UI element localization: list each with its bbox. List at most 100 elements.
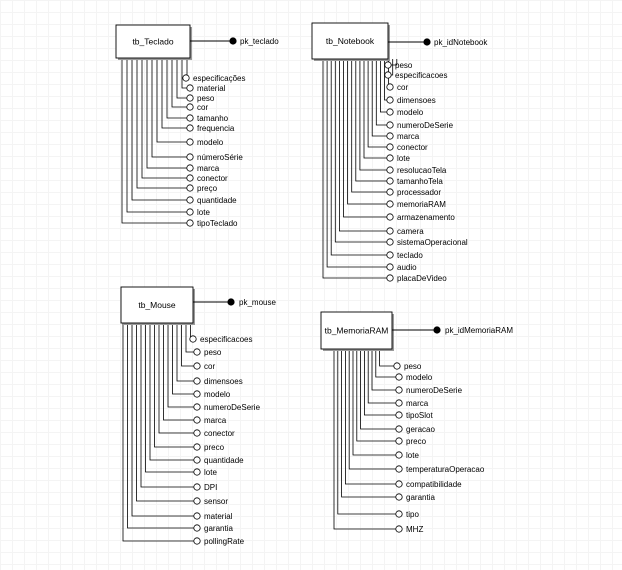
- attribute-circle[interactable]: [386, 188, 394, 196]
- attribute-circle[interactable]: [386, 238, 394, 246]
- attribute-circle[interactable]: [193, 468, 201, 476]
- attribute-circle[interactable]: [395, 465, 403, 473]
- attribute-circle[interactable]: [386, 166, 394, 174]
- attribute-circle[interactable]: [193, 348, 201, 356]
- attribute-circle[interactable]: [193, 362, 201, 370]
- attribute-circle[interactable]: [193, 390, 201, 398]
- attribute-label: geracao: [406, 425, 435, 434]
- attribute-circle[interactable]: [193, 429, 201, 437]
- attribute-circle[interactable]: [182, 74, 190, 82]
- attribute-circle[interactable]: [386, 263, 394, 271]
- attribute-connector: [136, 58, 187, 189]
- attribute-circle[interactable]: [386, 83, 394, 91]
- attribute-label: sensor: [204, 497, 228, 506]
- attribute-circle[interactable]: [386, 121, 394, 129]
- pk-dot[interactable]: [423, 38, 431, 46]
- attribute-circle[interactable]: [395, 399, 403, 407]
- entity-name: tb_Mouse: [138, 300, 176, 310]
- entity-box[interactable]: [115, 24, 191, 59]
- attribute-circle[interactable]: [193, 497, 201, 505]
- attribute-circle[interactable]: [193, 443, 201, 451]
- attribute-circle[interactable]: [186, 219, 194, 227]
- attribute-circle[interactable]: [384, 71, 392, 79]
- attribute-circle[interactable]: [186, 138, 194, 146]
- attribute-circle[interactable]: [186, 184, 194, 192]
- attribute-circle[interactable]: [386, 154, 394, 162]
- attribute-circle[interactable]: [386, 143, 394, 151]
- attribute-label: dimensoes: [397, 96, 436, 105]
- attribute-circle[interactable]: [395, 480, 403, 488]
- attribute-label: preco: [204, 443, 225, 452]
- attribute-connector: [326, 59, 387, 268]
- attribute-circle[interactable]: [386, 132, 394, 140]
- pk-dot[interactable]: [227, 298, 235, 306]
- attribute-label: temperaturaOperacao: [406, 465, 485, 474]
- attribute-circle[interactable]: [395, 411, 403, 419]
- attribute-label: especificacoes: [395, 71, 447, 80]
- attribute-connector: [131, 58, 187, 201]
- attribute-label: especificações: [193, 74, 245, 83]
- primary-key-label: pk_idMemoriaRAM: [445, 326, 513, 335]
- attribute-circle[interactable]: [395, 425, 403, 433]
- attribute-circle[interactable]: [186, 153, 194, 161]
- attribute-circle[interactable]: [386, 213, 394, 221]
- entity-tb-mouse: tb_Mouseespecificacoespesocordimensoesmo…: [120, 286, 276, 546]
- attribute-circle[interactable]: [193, 537, 201, 545]
- entity-box[interactable]: [320, 311, 393, 350]
- attribute-circle[interactable]: [393, 362, 401, 370]
- attribute-circle[interactable]: [186, 196, 194, 204]
- attribute-label: cor: [397, 83, 408, 92]
- attribute-label: quantidade: [204, 456, 244, 465]
- attribute-circle[interactable]: [193, 403, 201, 411]
- attribute-circle[interactable]: [386, 108, 394, 116]
- attribute-circle[interactable]: [395, 437, 403, 445]
- attribute-circle[interactable]: [395, 525, 403, 533]
- attribute-circle[interactable]: [395, 510, 403, 518]
- entity-box[interactable]: [120, 286, 194, 324]
- attribute-circle[interactable]: [386, 227, 394, 235]
- pk-dot[interactable]: [433, 326, 441, 334]
- attribute-circle[interactable]: [386, 177, 394, 185]
- entity-box[interactable]: [311, 22, 389, 60]
- entity-tb-notebook: tb_Notebookpesoespecificacoescordimensoe…: [311, 22, 488, 283]
- attribute-circle[interactable]: [186, 114, 194, 122]
- attribute-circle[interactable]: [189, 335, 197, 343]
- attribute-circle[interactable]: [386, 251, 394, 259]
- attribute-circle[interactable]: [193, 456, 201, 464]
- attribute-circle[interactable]: [193, 512, 201, 520]
- attribute-circle[interactable]: [186, 164, 194, 172]
- pk-dot[interactable]: [229, 37, 237, 45]
- attribute-circle[interactable]: [186, 208, 194, 216]
- attribute-label: modelo: [197, 138, 224, 147]
- attribute-label: frequencia: [197, 124, 235, 133]
- attribute-connector: [356, 349, 396, 442]
- attribute-circle[interactable]: [186, 84, 194, 92]
- attribute-label: lote: [197, 208, 210, 217]
- attribute-circle[interactable]: [193, 416, 201, 424]
- attribute-connector: [337, 349, 396, 515]
- attribute-connector: [149, 323, 194, 461]
- attribute-label: conector: [397, 143, 428, 152]
- attribute-circle[interactable]: [186, 94, 194, 102]
- attribute-circle[interactable]: [193, 483, 201, 491]
- attribute-circle[interactable]: [386, 274, 394, 282]
- attribute-circle[interactable]: [395, 386, 403, 394]
- attribute-label: modelo: [406, 373, 433, 382]
- attribute-circle[interactable]: [384, 61, 392, 69]
- attribute-circle[interactable]: [186, 103, 194, 111]
- attribute-circle[interactable]: [193, 524, 201, 532]
- attribute-circle[interactable]: [386, 96, 394, 104]
- attribute-circle[interactable]: [395, 373, 403, 381]
- attribute-circle[interactable]: [186, 124, 194, 132]
- attribute-circle[interactable]: [186, 174, 194, 182]
- attribute-circle[interactable]: [395, 451, 403, 459]
- attribute-connector: [379, 59, 387, 113]
- attribute-circle[interactable]: [395, 493, 403, 501]
- attribute-connector: [322, 59, 387, 279]
- attribute-label: lote: [397, 154, 410, 163]
- attribute-label: DPI: [204, 483, 217, 492]
- attribute-circle[interactable]: [386, 200, 394, 208]
- attribute-connector: [141, 58, 187, 179]
- attribute-connector: [158, 323, 194, 434]
- attribute-circle[interactable]: [193, 377, 201, 385]
